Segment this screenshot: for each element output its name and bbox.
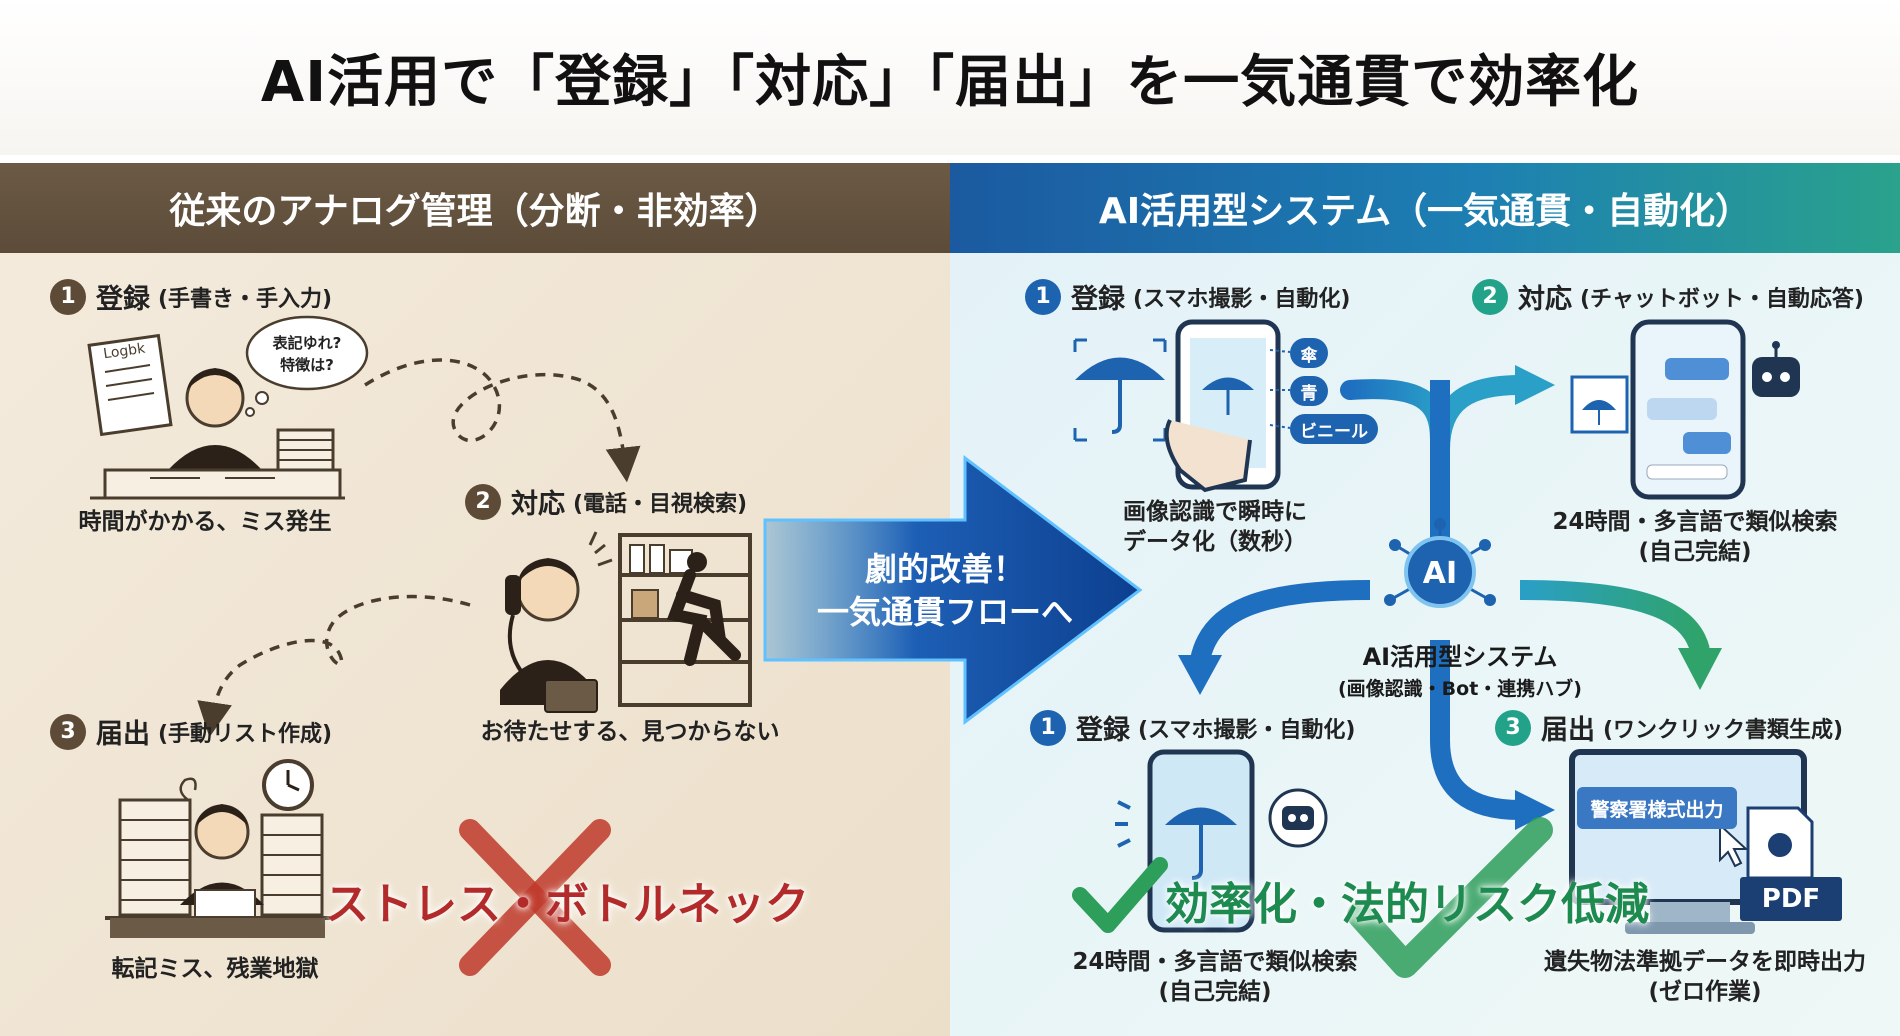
- step-label: 対応: [511, 489, 565, 520]
- step-sub: (手書き・手入力): [158, 286, 333, 312]
- improvement-arrow: [763, 454, 1143, 726]
- hub-subtitle: (画像認識・Bot・連携ハブ): [1338, 678, 1582, 700]
- ai-hub-label: AI: [1423, 556, 1457, 591]
- dashed-flow-arrow-2: [197, 594, 471, 738]
- step-label: 登録: [96, 284, 150, 315]
- right-step3-caption: 遺失物法準拠データを即時出力 (ゼロ作業): [1544, 949, 1866, 1005]
- dashed-flow-arrow-1: [364, 358, 641, 483]
- right-step1-caption: 画像認識で瞬時に データ化（数秒）: [1123, 499, 1307, 555]
- step-number: 3: [50, 713, 86, 750]
- step-label: 届出: [1541, 715, 1595, 746]
- step-number: 1: [1025, 278, 1061, 315]
- phone-umbrella-illustration: [1115, 749, 1328, 933]
- step-label: 登録: [1071, 284, 1125, 315]
- left-step2-caption: お待たせする、見つからない: [480, 719, 780, 745]
- right-panel-header: AI活用型システム（一気通貫・自動化）: [950, 163, 1900, 253]
- step-sub: (電話・目視検索): [573, 491, 748, 517]
- shelf-search-illustration: [618, 533, 752, 707]
- recognized-tag: 青: [1290, 376, 1328, 406]
- step-number: 1: [1030, 709, 1066, 746]
- right-step-register-bottom: 1 登録 (スマホ撮影・自動化): [1030, 708, 1355, 747]
- thought-bubble: 表記ゆれ? 特徴は?: [245, 315, 369, 417]
- step-number: 2: [465, 483, 501, 520]
- left-step1-caption: 時間がかかる、ミス発生: [78, 509, 332, 535]
- check-icon: [1072, 817, 1553, 978]
- step-label: 届出: [96, 719, 150, 750]
- chatbot-phone-illustration: [1570, 319, 1800, 500]
- right-step1-bottom-caption: 24時間・多言語で類似検索 (自己完結): [1072, 949, 1358, 1005]
- left-step3-caption: 転記ミス、残業地獄: [111, 956, 319, 982]
- left-step-register: 1 登録 (手書き・手入力): [50, 277, 332, 316]
- right-step-file: 3 届出 (ワンクリック書類生成): [1495, 708, 1843, 747]
- efficiency-label: 効率化・法的リスク低減: [1165, 879, 1649, 930]
- red-x-icon: [459, 819, 611, 976]
- flow-arrows: [1178, 365, 1722, 830]
- police-form-output-button[interactable]: 警察署様式出力: [1577, 787, 1737, 829]
- ai-hub-caption: AI活用型システム (画像認識・Bot・連携ハブ): [1310, 637, 1610, 701]
- bubble-line2: 特徴は?: [280, 356, 334, 374]
- bubble-line1: 表記ゆれ?: [273, 334, 342, 352]
- stress-bottleneck-label: ストレス・ボトルネック: [325, 879, 809, 930]
- hub-title: AI活用型システム: [1362, 643, 1558, 671]
- step-number: 2: [1472, 278, 1508, 315]
- arrow-line2: 一気通貫フローへ: [816, 593, 1073, 632]
- recognized-tag: ビニール: [1290, 414, 1378, 444]
- left-step-respond: 2 対応 (電話・目視検索): [465, 482, 747, 521]
- step-label: 登録: [1076, 715, 1130, 746]
- left-step-file: 3 届出 (手動リスト作成): [50, 712, 332, 751]
- improvement-arrow-label: 劇的改善！ 一気通貫フローへ: [780, 548, 1110, 634]
- page-title: AI活用で「登録」「対応」「届出」を一気通貫で効率化: [0, 0, 1900, 155]
- step-sub: (ワンクリック書類生成): [1603, 717, 1844, 743]
- pdf-badge: PDF: [1740, 877, 1842, 921]
- step-sub: (スマホ撮影・自動化): [1133, 286, 1351, 312]
- step-sub: (チャットボット・自動応答): [1580, 286, 1864, 312]
- step-number: 1: [50, 278, 86, 315]
- clock-icon: [262, 759, 314, 811]
- phone-scan-illustration: [1073, 319, 1291, 493]
- step-label: 対応: [1518, 284, 1572, 315]
- right-step-respond: 2 対応 (チャットボット・自動応答): [1472, 277, 1864, 316]
- clerk-writing-illustration: Logbk: [87, 333, 345, 500]
- step-sub: (スマホ撮影・自動化): [1138, 717, 1356, 743]
- step-number: 3: [1495, 709, 1531, 746]
- right-step2-caption: 24時間・多言語で類似検索 (自己完結): [1552, 509, 1838, 565]
- clerk-on-phone-illustration: [500, 531, 613, 713]
- right-step-register-top: 1 登録 (スマホ撮影・自動化): [1025, 277, 1350, 316]
- clerk-overwhelmed-illustration: [105, 777, 330, 938]
- recognized-tag: 傘: [1290, 338, 1328, 368]
- notebook-label: Logbk: [102, 341, 147, 363]
- ai-hub-icon: AI: [1384, 518, 1496, 608]
- arrow-line1: 劇的改善！: [864, 550, 1025, 588]
- left-panel-header: 従来のアナログ管理（分断・非効率）: [0, 163, 950, 253]
- step-sub: (手動リスト作成): [158, 721, 333, 747]
